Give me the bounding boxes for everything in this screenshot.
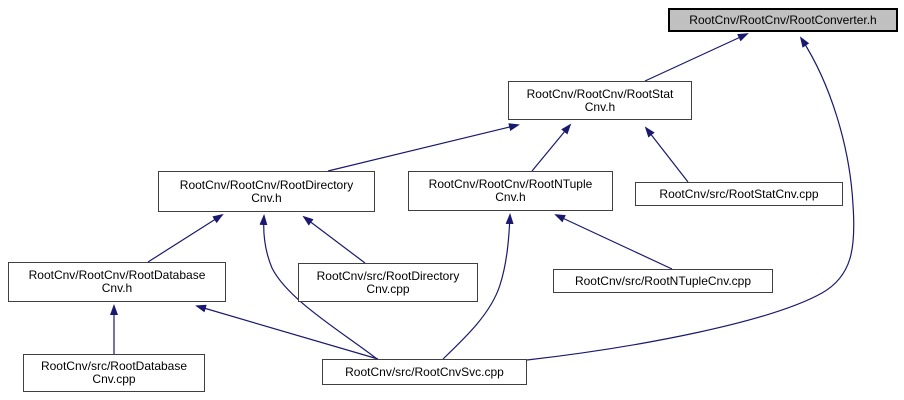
node-rootdirectorycnv-h[interactable]: RootCnv/RootCnv/RootDirectory Cnv.h [158,171,375,212]
node-rootcnvsvc-cpp[interactable]: RootCnv/src/RootCnvSvc.cpp [322,359,527,385]
edge-rootcnvsvc-cpp-to-rootdatabasecnv-h [195,304,379,360]
edge-rootdirectorycnv-h-to-rootstatcnv-h [327,123,520,172]
node-label: RootCnv/RootCnv/RootDirectory [179,177,354,192]
node-rootstatcnv-cpp[interactable]: RootCnv/src/RootStatCnv.cpp [635,182,843,206]
node-rootdatabasecnv-h[interactable]: RootCnv/RootCnv/RootDatabase Cnv.h [8,262,226,302]
node-rootntuplecnv-h[interactable]: RootCnv/RootCnv/RootNTuple Cnv.h [408,171,613,211]
node-rootdatabasecnv-cpp[interactable]: RootCnv/src/RootDatabase Cnv.cpp [23,354,205,392]
edge-rootcnvsvc-cpp-to-rootdirectorycnv-h [259,214,378,360]
node-rootconverter-h: RootCnv/RootCnv/RootConverter.h [668,8,898,32]
node-label: Cnv.h [495,190,526,204]
edge-rootdirectorycnv-cpp-to-rootdirectorycnv-h [302,215,366,264]
node-label: Cnv.h [584,99,616,114]
node-label: RootCnv/src/RootDirectory [316,268,460,283]
node-rootdirectorycnv-cpp[interactable]: RootCnv/src/RootDirectory Cnv.cpp [298,263,478,302]
node-label: Cnv.cpp [92,372,136,386]
edge-rootcnvsvc-cpp-to-rootntuplecnv-h [442,213,514,360]
node-label: Cnv.h [251,190,282,205]
edge-rootcnvsvc-cpp-to-rootconverter-h [526,36,855,361]
node-label: Cnv.h [101,281,133,295]
node-label: RootCnv/src/RootNTupleCnv.cpp [574,273,752,288]
node-label: RootCnv/RootCnv/RootDatabase [28,268,206,282]
edge-rootstatcnv-cpp-to-rootstatcnv-h [644,126,689,183]
node-label: RootCnv/RootCnv/RootConverter.h [689,12,877,27]
node-rootstatcnv-h[interactable]: RootCnv/RootCnv/RootStat Cnv.h [508,81,692,120]
edge-rootntuplecnv-cpp-to-rootntuplecnv-h [554,214,673,270]
node-rootntuplecnv-cpp[interactable]: RootCnv/src/RootNTupleCnv.cpp [553,269,773,293]
edge-rootntuplecnv-h-to-rootstatcnv-h [531,123,572,172]
edge-rootstatcnv-h-to-rootconverter-h [644,33,749,82]
edge-rootdatabasecnv-h-to-rootdirectorycnv-h [147,213,224,263]
node-label: RootCnv/src/RootStatCnv.cpp [659,186,819,201]
node-label: RootCnv/RootCnv/RootStat [526,86,674,101]
node-label: RootCnv/src/RootDatabase [40,359,188,373]
node-label: RootCnv/src/RootCnvSvc.cpp [345,364,504,379]
node-label: RootCnv/RootCnv/RootNTuple [428,177,593,191]
node-label: Cnv.cpp [366,281,410,296]
